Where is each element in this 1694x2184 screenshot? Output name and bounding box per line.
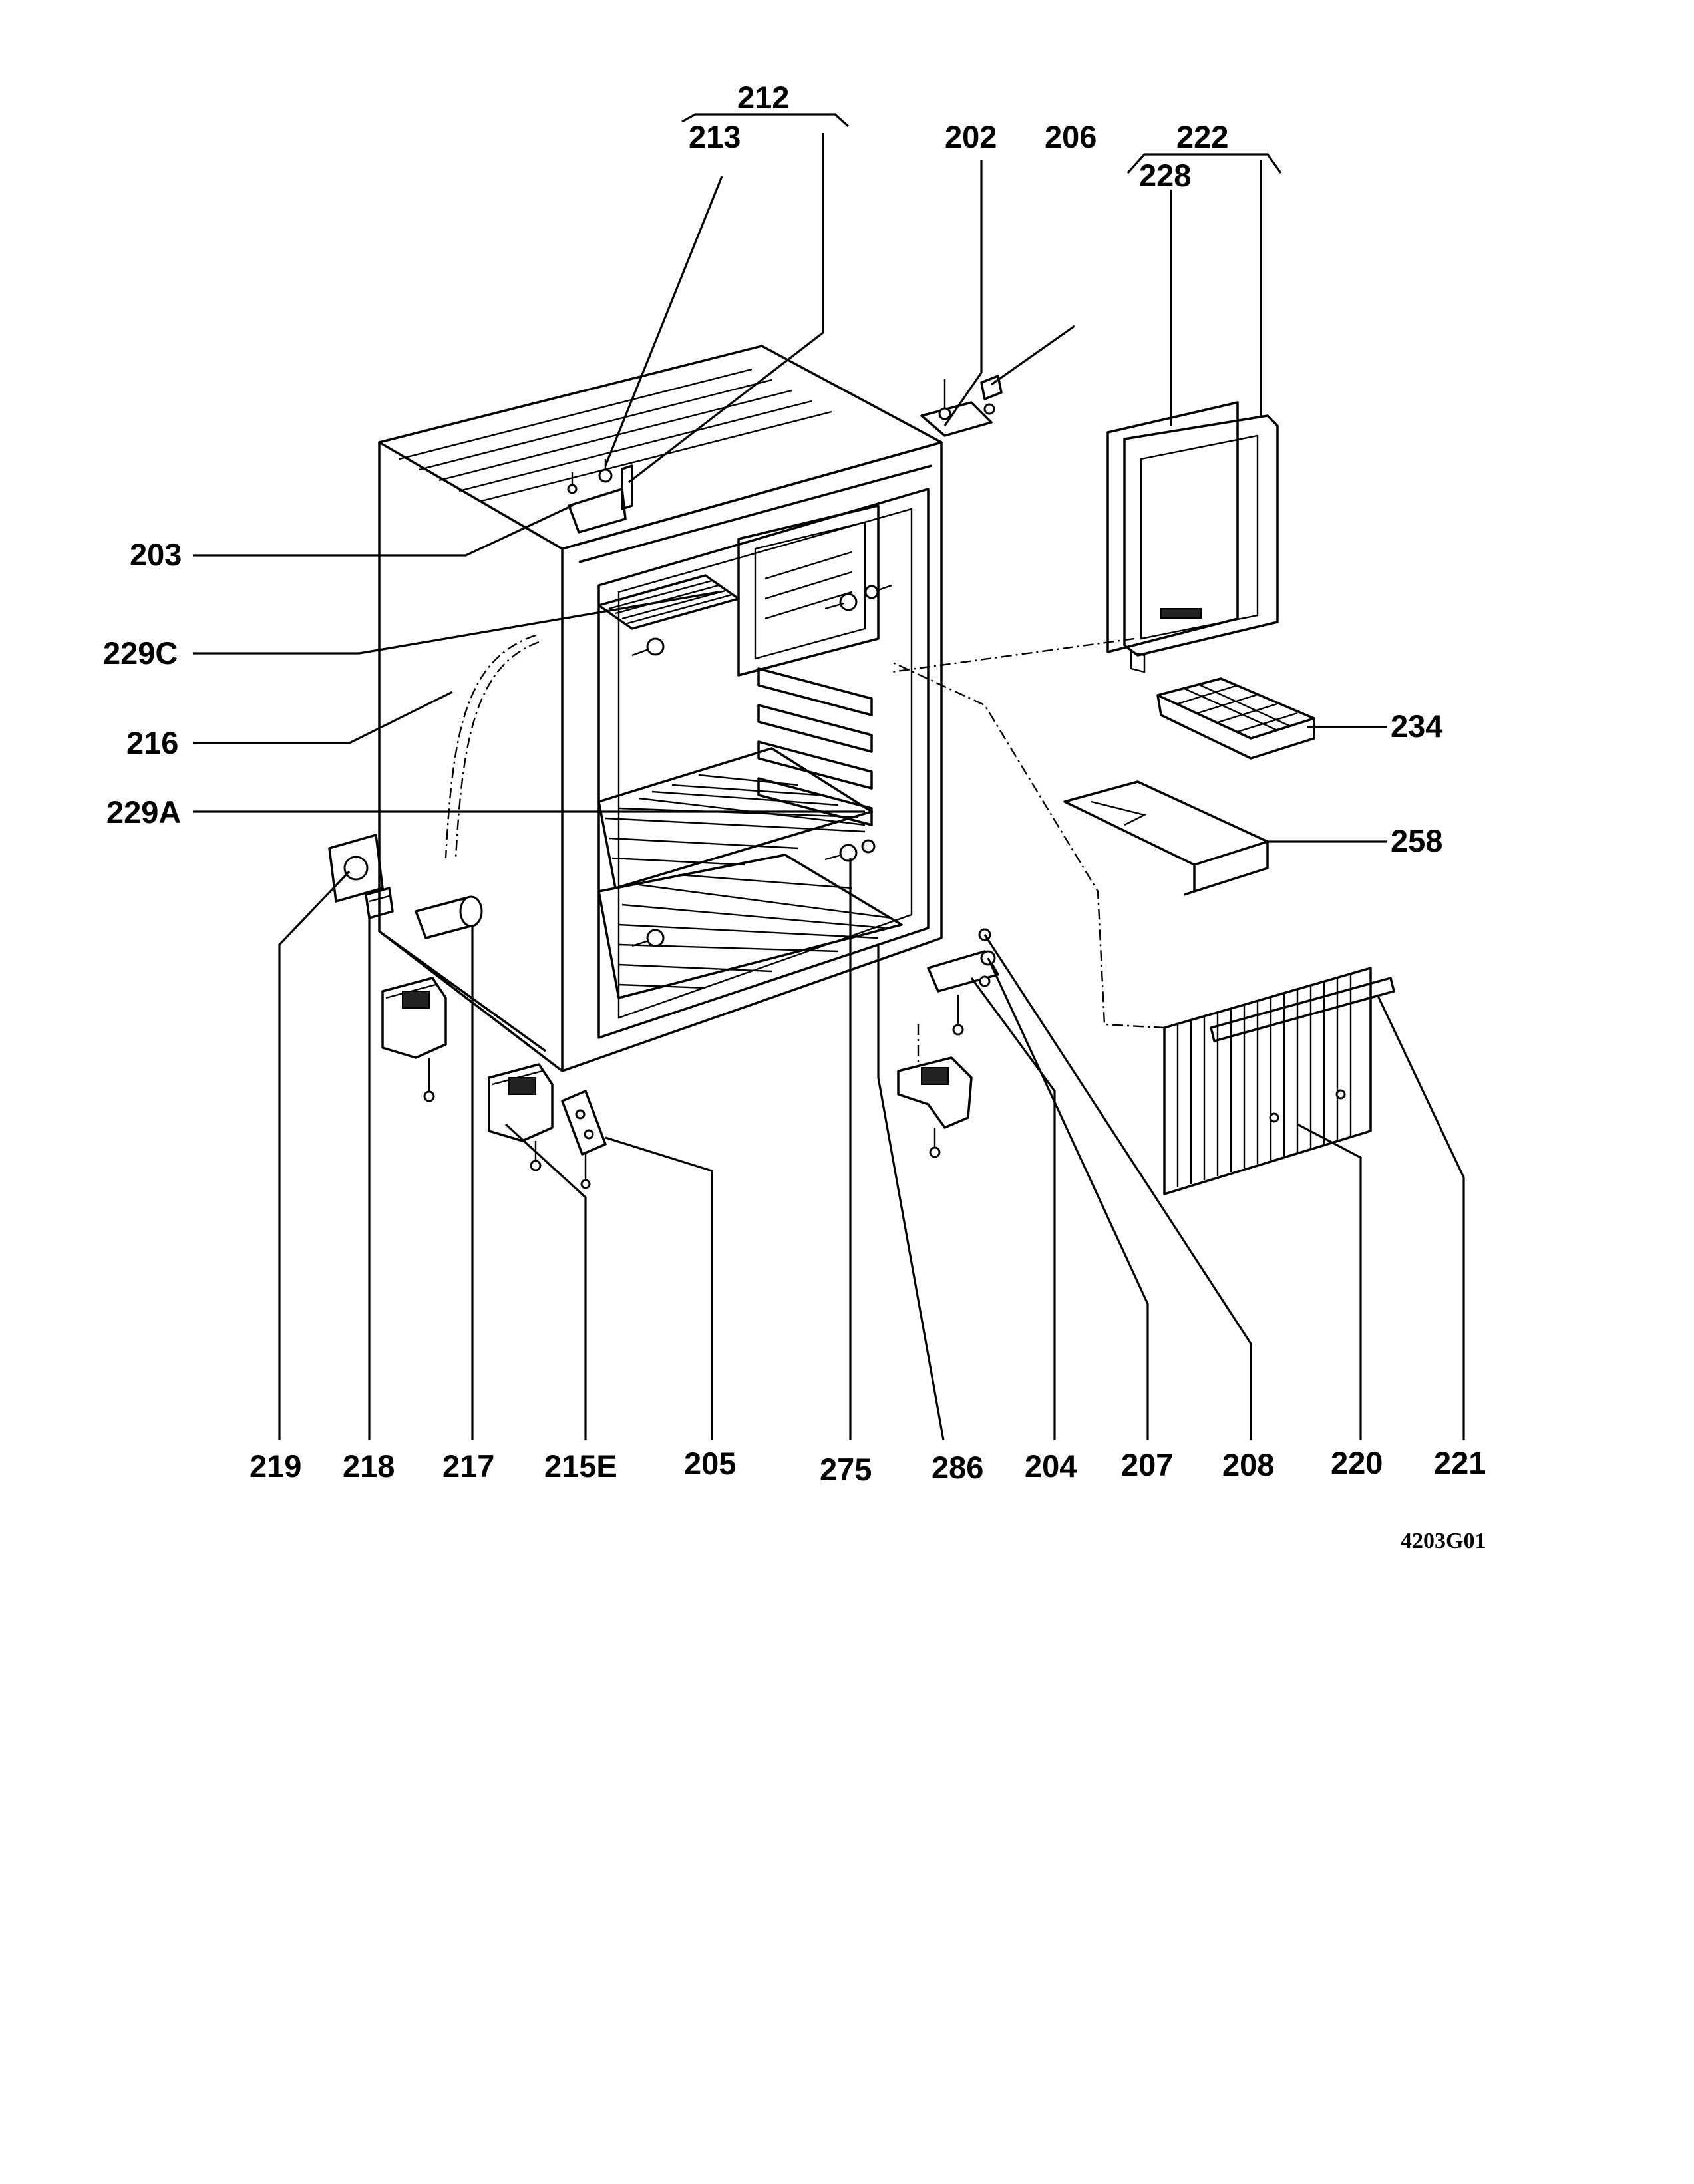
label-222: 222 bbox=[1176, 119, 1228, 154]
label-213: 213 bbox=[689, 119, 741, 154]
label-208: 208 bbox=[1222, 1447, 1274, 1482]
shelf-rails bbox=[757, 667, 873, 826]
middle-shelf bbox=[597, 747, 873, 889]
side-cylinder bbox=[415, 895, 483, 939]
label-217: 217 bbox=[442, 1448, 494, 1483]
label-275: 275 bbox=[820, 1452, 872, 1487]
bottom-right-hinge bbox=[927, 928, 999, 1036]
condenser-unit bbox=[891, 661, 1395, 1195]
label-286: 286 bbox=[932, 1450, 983, 1485]
label-212: 212 bbox=[737, 80, 789, 115]
leader-lines bbox=[193, 113, 1465, 1441]
freezer-compartment bbox=[737, 504, 880, 677]
drawing-code: 4203G01 bbox=[1401, 1529, 1486, 1553]
label-202: 202 bbox=[945, 119, 997, 154]
top-left-hinge bbox=[567, 459, 633, 534]
bottom-left-hinge bbox=[561, 1090, 607, 1189]
label-206: 206 bbox=[1045, 119, 1097, 154]
cabinet bbox=[378, 345, 943, 1072]
top-vents bbox=[399, 368, 832, 503]
label-234: 234 bbox=[1391, 708, 1442, 744]
side-bracket bbox=[328, 834, 394, 919]
drip-tray bbox=[1063, 780, 1269, 896]
label-228: 228 bbox=[1139, 158, 1191, 193]
label-207: 207 bbox=[1121, 1447, 1173, 1482]
label-219: 219 bbox=[250, 1448, 301, 1483]
ice-tray bbox=[1156, 677, 1315, 760]
part-labels: 212 213 202 206 222 228 203 229C 216 229… bbox=[103, 80, 1486, 1487]
label-205: 205 bbox=[684, 1446, 736, 1481]
label-218: 218 bbox=[343, 1448, 395, 1483]
label-258: 258 bbox=[1391, 823, 1442, 858]
label-203: 203 bbox=[130, 537, 182, 572]
label-229C: 229C bbox=[103, 635, 178, 671]
label-215E: 215E bbox=[544, 1448, 617, 1483]
drain-tube bbox=[444, 634, 536, 859]
top-right-hinge bbox=[920, 375, 1003, 437]
label-221: 221 bbox=[1434, 1445, 1486, 1480]
upper-shelf bbox=[597, 574, 740, 630]
label-220: 220 bbox=[1331, 1445, 1383, 1480]
label-229A: 229A bbox=[106, 794, 181, 830]
foot-left-front bbox=[488, 1063, 554, 1171]
foot-left-rear bbox=[381, 977, 447, 1102]
foot-right-front bbox=[897, 1024, 973, 1158]
label-216: 216 bbox=[126, 725, 178, 760]
shelf-studs bbox=[631, 584, 892, 947]
label-204: 204 bbox=[1025, 1448, 1077, 1483]
bottom-shelf bbox=[597, 854, 903, 999]
door-assembly bbox=[891, 401, 1279, 673]
